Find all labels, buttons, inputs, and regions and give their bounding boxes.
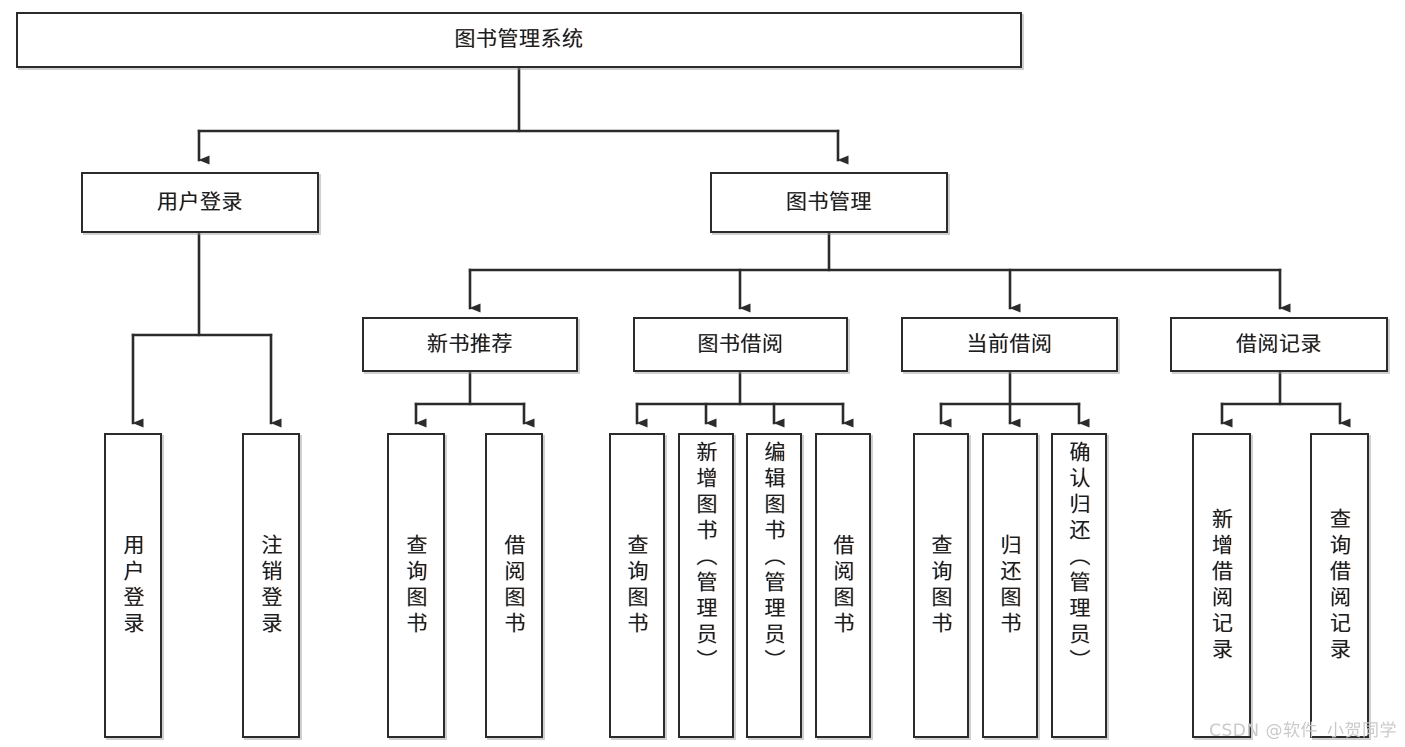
leaf-current-borrow-1[interactable]: 查询图书	[913, 433, 969, 738]
leaf-borrow-record-1[interactable]: 新增借阅记录	[1192, 433, 1251, 738]
leaf-new-book-1-label: 查询图书	[404, 533, 429, 638]
node-current-borrow-label: 当前借阅	[966, 331, 1053, 356]
leaf-user-login-2-label: 注销登录	[259, 533, 284, 638]
leaf-borrow-record-2-label: 查询借阅记录	[1327, 507, 1352, 664]
node-user-login[interactable]: 用户登录	[81, 172, 319, 233]
leaf-borrow-record-1-label: 新增借阅记录	[1209, 507, 1234, 664]
leaf-user-login-1-label: 用户登录	[121, 533, 146, 638]
leaf-current-borrow-3-label: 确认归还（管理员）	[1067, 441, 1092, 675]
csdn-watermark: CSDN @软件_小贺同学	[1209, 721, 1397, 741]
leaf-current-borrow-2-label: 归还图书	[998, 533, 1023, 638]
leaf-book-borrow-2-label: 新增图书（管理员）	[694, 441, 719, 675]
leaf-new-book-2[interactable]: 借阅图书	[485, 433, 543, 738]
leaf-book-borrow-2[interactable]: 新增图书（管理员）	[678, 433, 734, 738]
node-root[interactable]: 图书管理系统	[16, 12, 1022, 68]
leaf-new-book-2-label: 借阅图书	[502, 533, 527, 638]
node-current-borrow[interactable]: 当前借阅	[901, 317, 1118, 372]
leaf-borrow-record-2[interactable]: 查询借阅记录	[1310, 433, 1369, 738]
node-book-management[interactable]: 图书管理	[710, 172, 948, 233]
node-new-book-recommend[interactable]: 新书推荐	[362, 317, 578, 372]
leaf-book-borrow-1-label: 查询图书	[625, 533, 650, 638]
node-new-book-recommend-label: 新书推荐	[427, 331, 513, 356]
leaf-book-borrow-4-label: 借阅图书	[831, 533, 856, 638]
leaf-new-book-1[interactable]: 查询图书	[387, 433, 445, 738]
node-borrow-record-label: 借阅记录	[1236, 331, 1322, 356]
leaf-current-borrow-1-label: 查询图书	[929, 533, 954, 638]
node-borrow-record[interactable]: 借阅记录	[1170, 317, 1388, 372]
leaf-current-borrow-3[interactable]: 确认归还（管理员）	[1051, 433, 1107, 738]
leaf-user-login-1[interactable]: 用户登录	[104, 433, 162, 738]
node-book-management-label: 图书管理	[786, 189, 872, 214]
node-user-login-label: 用户登录	[157, 189, 243, 214]
leaf-book-borrow-3-label: 编辑图书（管理员）	[762, 441, 787, 675]
leaf-book-borrow-4[interactable]: 借阅图书	[815, 433, 871, 738]
leaf-user-login-2[interactable]: 注销登录	[242, 433, 300, 738]
node-root-label: 图书管理系统	[454, 27, 584, 52]
leaf-book-borrow-3[interactable]: 编辑图书（管理员）	[746, 433, 802, 738]
leaf-book-borrow-1[interactable]: 查询图书	[609, 433, 665, 738]
node-book-borrow-label: 图书借阅	[697, 331, 784, 356]
node-book-borrow[interactable]: 图书借阅	[633, 317, 848, 372]
leaf-current-borrow-2[interactable]: 归还图书	[982, 433, 1038, 738]
